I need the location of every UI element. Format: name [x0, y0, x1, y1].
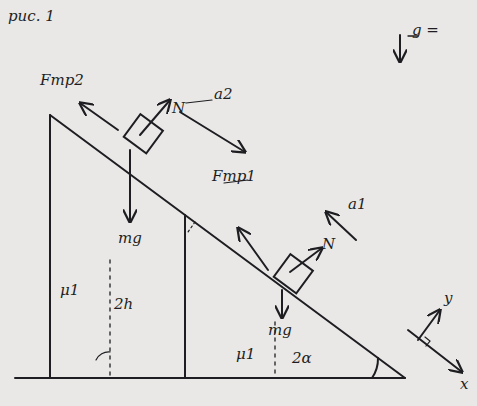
coefficient-label: μ1 [60, 282, 79, 299]
axis-label: y [444, 290, 452, 307]
force-label: mg [118, 230, 142, 247]
accel-label: a2 [214, 86, 233, 103]
axis-label: x [460, 376, 468, 393]
force-label: Fтр2 [40, 72, 84, 89]
force-label: N [172, 100, 185, 117]
gravity-label: g = [412, 22, 439, 39]
force-label: mg [268, 322, 292, 339]
figure-label: рис. 1 [8, 8, 55, 25]
force-label: N [322, 236, 335, 253]
force-label: Fтр1 [212, 168, 256, 185]
angle-label: 2α [292, 350, 312, 367]
coefficient-label: μ1 [236, 346, 255, 363]
height-label: 2h [114, 296, 133, 313]
accel-label: a1 [348, 196, 367, 213]
